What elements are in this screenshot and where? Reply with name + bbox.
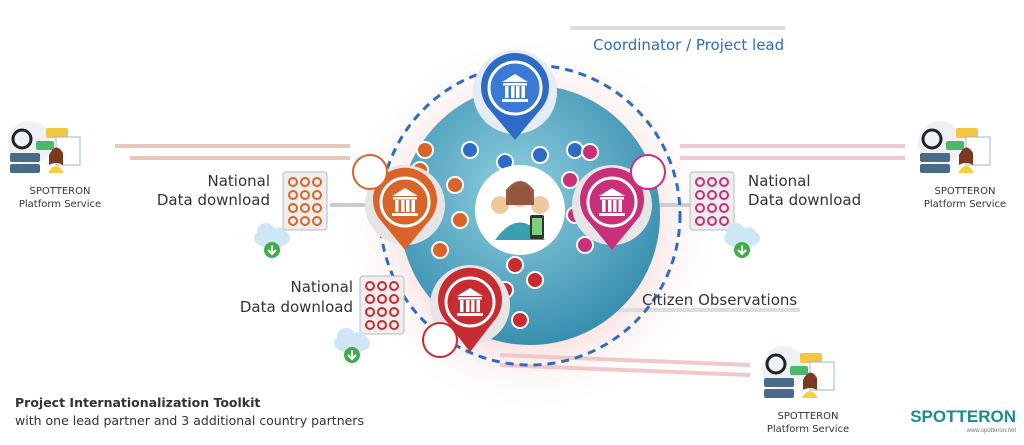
toolkit-subtitle: with one lead partner and 3 additional c…	[15, 413, 364, 428]
spotteron-url: www.spotteron.net	[966, 428, 1017, 434]
platform-service-right-line2: Platform Service	[924, 199, 1006, 210]
coordinator-label: Coordinator / Project lead	[593, 36, 784, 54]
platform-service-illustration	[6, 119, 82, 175]
citizen-observations-label: Citizen Observations	[642, 291, 797, 309]
partner-people-icon	[630, 154, 666, 190]
national-download-bottom-line1: National	[290, 278, 353, 296]
platform-service-left-line1: SPOTTERON	[30, 186, 91, 197]
orange-partner-pin	[352, 154, 445, 250]
connector-lines	[115, 26, 905, 377]
lead-pin	[473, 50, 557, 140]
magenta-data-grid	[689, 171, 735, 231]
national-download-right-line2: Data download	[748, 191, 861, 209]
citizens-group	[475, 165, 565, 255]
platform-service-right-line1: SPOTTERON	[935, 186, 996, 197]
platform-service-illustration	[916, 119, 992, 175]
platform-service-bottom-line2: Platform Service	[767, 424, 849, 435]
red-partner-pin	[422, 265, 510, 358]
cloud-download-icon	[723, 222, 761, 259]
platform-service-bottom-line1: SPOTTERON	[778, 411, 839, 422]
national-download-bottom-line2: Data download	[240, 298, 353, 316]
spotteron-logo: SPOTTERON	[910, 407, 1016, 426]
partner-people-icon	[422, 322, 458, 358]
red-data-grid	[359, 275, 405, 335]
national-download-left-line2: Data download	[157, 191, 270, 209]
partner-people-icon	[352, 154, 388, 190]
platform-service-left-line2: Platform Service	[19, 199, 101, 210]
magenta-partner-pin	[572, 154, 666, 250]
platform-service-illustration	[760, 344, 836, 400]
orange-data-grid	[282, 171, 328, 231]
national-download-right-line1: National	[748, 172, 811, 190]
toolkit-title: Project Internationalization Toolkit	[15, 395, 260, 410]
national-download-left-line1: National	[207, 172, 270, 190]
